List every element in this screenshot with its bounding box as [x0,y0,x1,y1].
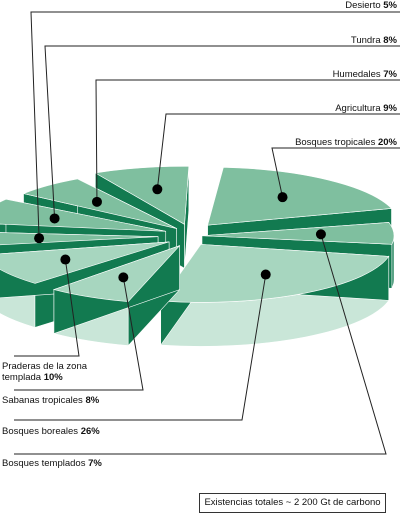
slice-marker-dot [315,229,326,240]
label-bosques-tropicales: Bosques tropicales 20% [295,137,397,148]
label-bosques-templados: Bosques templados 7% [2,458,102,469]
slice-marker-dot [277,192,288,203]
slice-top [201,222,395,245]
slice-top [0,198,166,232]
total-stock-text: Existencias totales ~ 2 200 Gt de carbon… [204,497,381,508]
leader-line [271,147,400,198]
leader-line [156,113,400,190]
total-stock-note: Existencias totales ~ 2 200 Gt de carbon… [199,493,386,513]
label-desierto: Desierto 5% [345,0,397,11]
label-humedales: Humedales 7% [332,69,397,80]
leader-line [30,11,400,239]
slice-top [0,241,170,284]
slice-marker-dot [91,196,102,207]
label-agricultura: Agricultura 9% [335,103,397,114]
label-praderas: Praderas de la zona templada 10% [2,361,88,383]
slice-marker-dot [152,184,163,195]
leader-line [14,274,267,421]
label-bosques-boreales: Bosques boreales 26% [2,426,100,437]
leader-line [44,45,400,219]
slice-sabanas-tropicales [52,244,180,347]
label-tundra: Tundra 8% [350,35,397,46]
slice-marker-dot [260,269,271,280]
leader-line [95,79,400,202]
label-sabanas: Sabanas tropicales 8% [2,395,100,406]
slice-marker-dot [49,213,60,224]
slice-top [160,244,390,303]
leader-line [14,259,80,357]
slice-marker-dot [34,233,45,244]
slice-bosques-boreales [160,243,390,347]
slice-top [52,245,180,302]
leader-line [14,277,144,391]
slice-top [207,167,393,226]
slice-marker-dot [60,254,71,265]
slice-marker-dot [118,272,129,283]
leader-line [14,234,387,455]
